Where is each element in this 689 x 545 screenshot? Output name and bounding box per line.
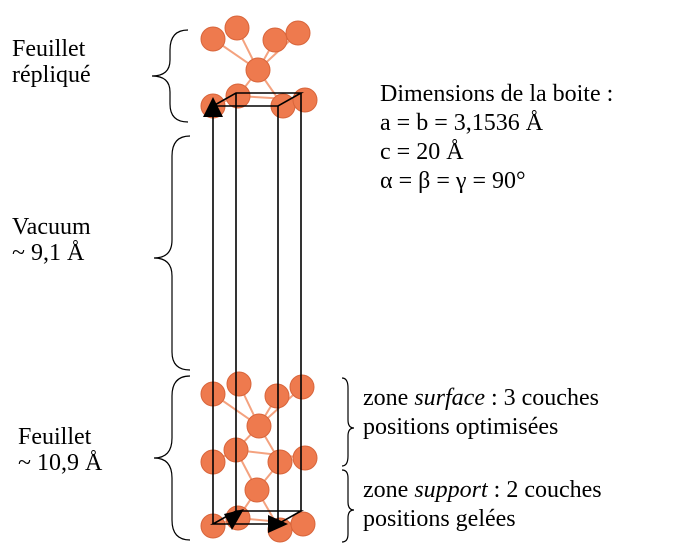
surface-zone-suffix: : 3 couches [484,385,599,411]
replicated-sheet-line2: répliqué [12,62,91,88]
bottom-sheet-atoms [200,371,318,543]
atom [226,371,252,397]
atom [267,449,293,475]
support-zone-detail: positions gelées [363,506,516,532]
vacuum-line2: ~ 9,1 Å [12,240,85,266]
vacuum-label: Vacuum ~ 9,1 Å [12,214,91,266]
surface-zone-detail: positions optimisées [363,414,559,440]
atom [225,83,251,109]
replicated-sheet-line1: Feuillet [12,36,86,62]
support-zone-prefix: zone [363,477,415,503]
surface-zone-line1: zone surface : 3 couches [363,384,599,413]
atom [292,445,318,471]
brace-vacuum [153,135,191,371]
atom [289,374,315,400]
sheet-line1: Feuillet [18,424,92,450]
surface-zone-prefix: zone [363,385,415,411]
box-c: c = 20 Å [380,139,464,165]
sheet-label: Feuillet ~ 10,9 Å [18,424,102,476]
surface-zone: zone surface : 3 couches positions optim… [363,384,599,442]
support-zone-line1: zone support : 2 couches [363,476,602,505]
surface-zone-name: surface [414,385,485,411]
atom [290,511,316,537]
box-dimensions: Dimensions de la boite : a = b = 3,1536 … [380,80,613,196]
box-angles: α = β = γ = 90° [380,168,526,194]
brace-replicated-sheet [151,29,189,123]
brace-surface-zone [341,377,355,467]
support-zone-suffix: : 2 couches [487,477,602,503]
support-zone-name: support [414,477,488,503]
atom [285,20,311,46]
atom [262,27,288,53]
unit-cell-box [209,92,305,525]
vacuum-line1: Vacuum [12,214,91,240]
brace-sheet [153,375,191,541]
a-vector-arrow-icon [224,509,244,530]
atom [246,413,272,439]
replicated-sheet-label: Feuillet répliqué [12,36,91,88]
c-vector-arrow-icon [203,97,223,117]
sheet-line2: ~ 10,9 Å [18,450,103,476]
support-zone: zone support : 2 couches positions gelée… [363,476,602,534]
box-dimensions-title: Dimensions de la boite : [380,81,614,107]
atom [224,15,250,41]
box-ab: a = b = 3,1536 Å [380,110,544,136]
atom [244,477,270,503]
atom [264,383,290,409]
b-vector-arrow-icon [268,515,288,533]
atom [292,87,318,113]
lattice-vector-arrows [203,97,288,533]
atom [200,26,226,52]
brace-support-zone [341,469,355,543]
atom [245,57,271,83]
